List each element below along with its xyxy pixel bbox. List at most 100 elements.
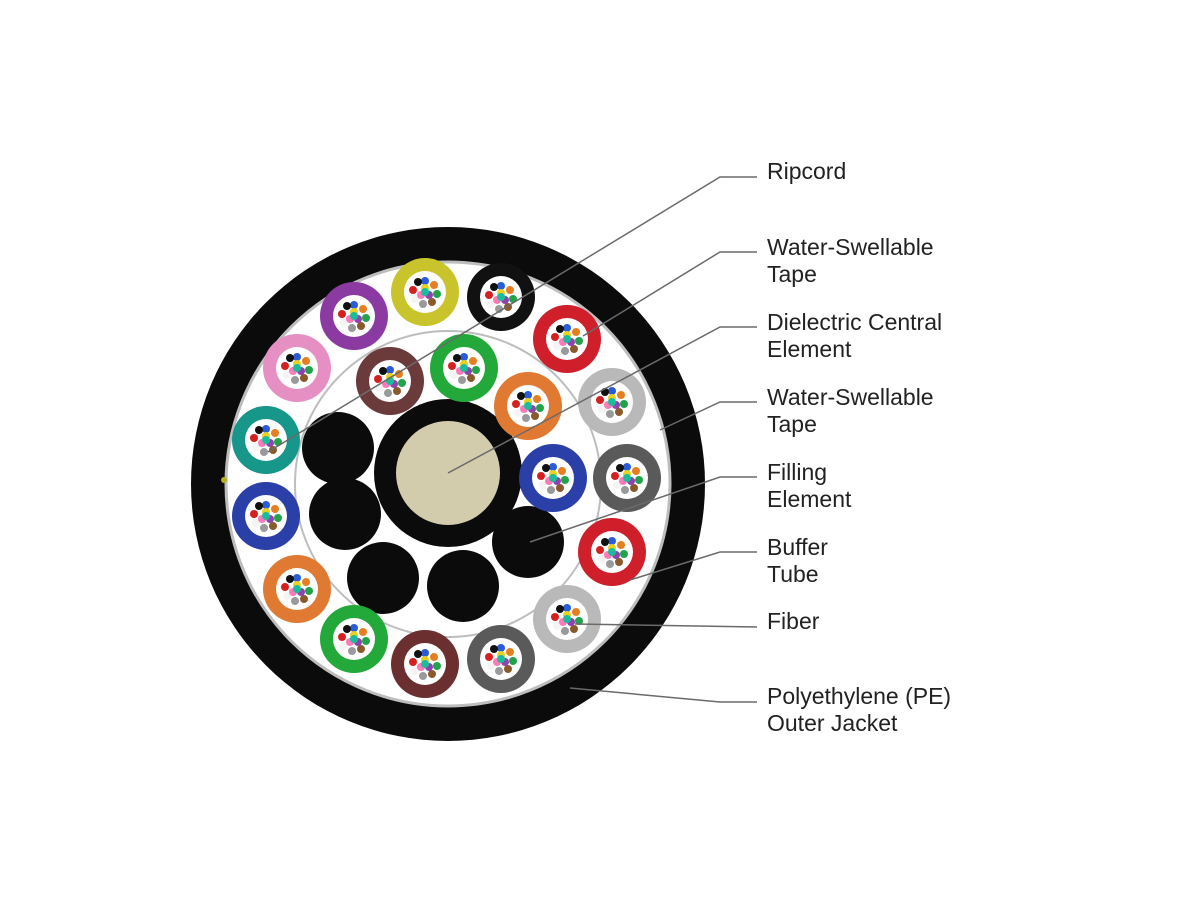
fiber	[359, 628, 367, 636]
fiber	[563, 335, 571, 343]
fiber	[620, 550, 628, 558]
fiber	[575, 617, 583, 625]
fiber	[421, 277, 429, 285]
fiber	[409, 286, 417, 294]
fiber	[547, 486, 555, 494]
leader-line	[659, 401, 757, 431]
fiber	[433, 290, 441, 298]
fiber	[623, 463, 631, 471]
buffer-tube	[430, 334, 498, 402]
fiber	[350, 624, 358, 632]
fiber	[616, 464, 624, 472]
buffer-tube	[519, 444, 587, 512]
fiber	[262, 512, 270, 520]
fiber	[497, 644, 505, 652]
label-line: Element	[767, 336, 852, 362]
label-water-swellable-tape-inner: Water-Swellable Tape	[767, 234, 934, 288]
fiber	[421, 660, 429, 668]
fiber	[340, 319, 348, 327]
label-buffer-tube: Buffer Tube	[767, 534, 828, 588]
fiber	[395, 370, 403, 378]
buffer-tube	[263, 555, 331, 623]
filling-element	[347, 542, 419, 614]
fiber	[260, 524, 268, 532]
fiber	[608, 387, 616, 395]
buffer-tube	[578, 518, 646, 586]
fiber	[608, 537, 616, 545]
fiber	[598, 555, 606, 563]
fiber	[302, 578, 310, 586]
fiber	[615, 558, 623, 566]
fiber	[472, 366, 480, 374]
fiber	[623, 474, 631, 482]
fiber	[598, 405, 606, 413]
label-line: Tape	[767, 411, 817, 437]
filling-element	[302, 412, 374, 484]
fiber	[305, 587, 313, 595]
fiber	[551, 613, 559, 621]
fiber	[252, 519, 260, 527]
fiber	[558, 467, 566, 475]
label-line: Water-Swellable	[767, 234, 934, 260]
fiber	[269, 522, 277, 530]
fiber	[255, 426, 263, 434]
fiber	[620, 400, 628, 408]
label-filling-element: Filling Element	[767, 459, 851, 513]
buffer-tube	[593, 444, 661, 512]
fiber	[504, 665, 512, 673]
fiber	[379, 367, 387, 375]
fiber	[271, 429, 279, 437]
fiber	[348, 647, 356, 655]
fiber	[302, 357, 310, 365]
leader-line	[447, 326, 757, 474]
fiber	[291, 376, 299, 384]
buffer-tube	[391, 630, 459, 698]
fiber	[506, 648, 514, 656]
fiber	[611, 472, 619, 480]
fiber	[262, 436, 270, 444]
fiber	[421, 649, 429, 657]
fiber	[262, 425, 270, 433]
fiber	[497, 293, 505, 301]
fiber	[632, 467, 640, 475]
fiber	[570, 345, 578, 353]
fiber	[563, 604, 571, 612]
fiber	[606, 560, 614, 568]
fiber	[293, 574, 301, 582]
fiber	[570, 625, 578, 633]
fiber	[487, 662, 495, 670]
ripcord	[221, 477, 227, 483]
leader-line	[629, 551, 757, 581]
fiber	[411, 295, 419, 303]
fiber	[428, 298, 436, 306]
fiber	[635, 476, 643, 484]
fiber	[495, 667, 503, 675]
fiber	[613, 481, 621, 489]
buffer-tube	[232, 406, 300, 474]
fiber	[430, 281, 438, 289]
fiber	[572, 328, 580, 336]
fiber	[450, 371, 458, 379]
fiber	[293, 353, 301, 361]
fiber	[414, 650, 422, 658]
fiber	[561, 347, 569, 355]
buffer-tube	[533, 585, 601, 653]
fiber	[362, 637, 370, 645]
fiber	[286, 575, 294, 583]
label-line: Filling	[767, 459, 828, 485]
label-line: Tape	[767, 261, 817, 287]
buffer-tube	[263, 334, 331, 402]
label-line: Water-Swellable	[767, 384, 934, 410]
label-ripcord: Ripcord	[767, 158, 846, 185]
fiber	[411, 667, 419, 675]
fiber	[430, 653, 438, 661]
buffer-tube	[467, 263, 535, 331]
filling-element	[309, 478, 381, 550]
fiber	[453, 354, 461, 362]
fiber	[271, 505, 279, 513]
fiber	[433, 662, 441, 670]
fiber	[281, 583, 289, 591]
fiber	[376, 384, 384, 392]
fiber	[286, 354, 294, 362]
fiber	[283, 592, 291, 600]
